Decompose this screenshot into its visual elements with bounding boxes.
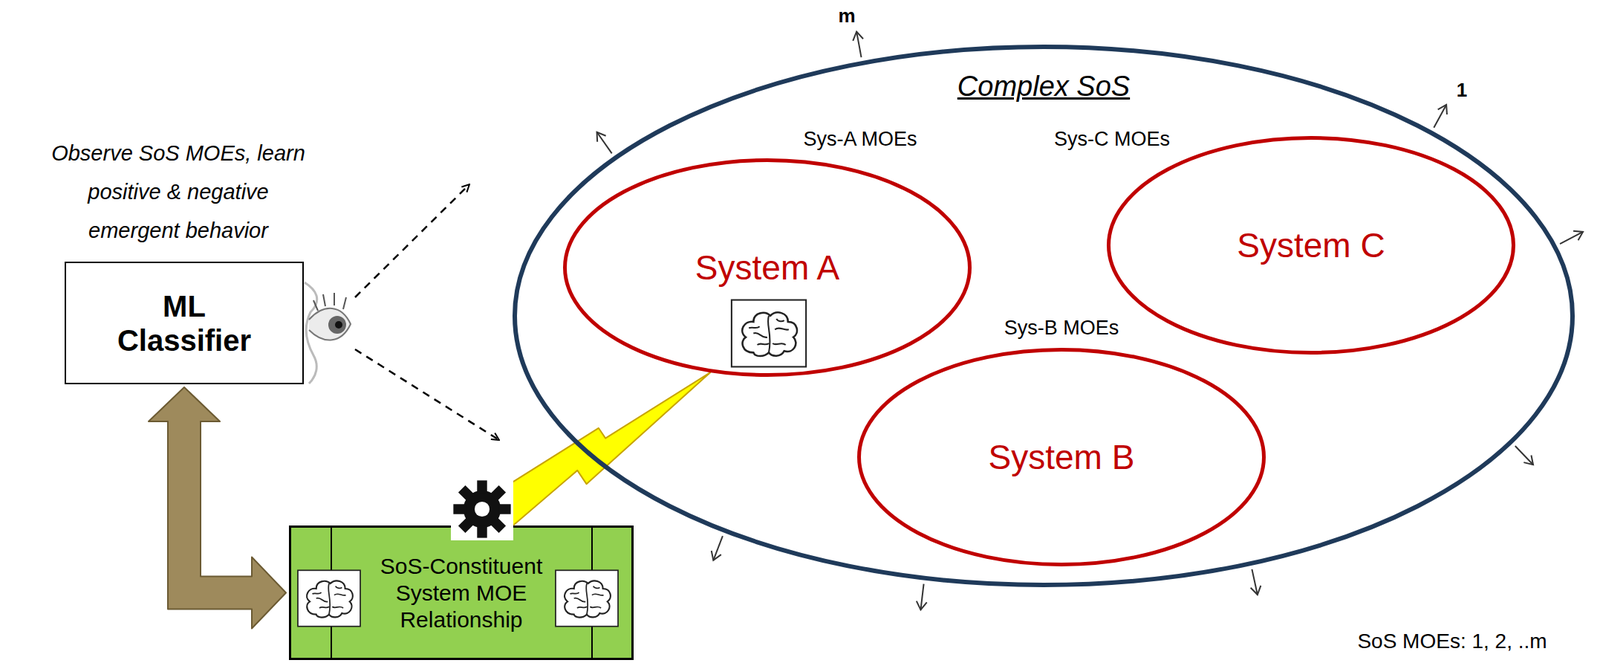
moe-ray-head bbox=[1523, 454, 1534, 465]
sos-ellipse: Complex SoS System A System C System B bbox=[512, 44, 1575, 587]
gear-icon bbox=[450, 477, 514, 541]
moe-index: m bbox=[837, 5, 855, 28]
system-ellipse bbox=[1109, 138, 1514, 353]
system-ellipse: System C bbox=[1106, 135, 1516, 355]
moe-label: Sys-A MOEs bbox=[802, 127, 917, 151]
moe-legend-note: SoS MOEs: 1, 2, ..m bbox=[1357, 629, 1547, 653]
moe-ray bbox=[1433, 104, 1447, 128]
moe-ray-head bbox=[1438, 104, 1447, 115]
moe-label: Sys-B MOEs bbox=[1004, 316, 1120, 340]
system-ellipse: System A bbox=[563, 158, 972, 377]
brain-icon bbox=[555, 569, 619, 626]
brain-icon bbox=[297, 569, 361, 626]
moe-ray bbox=[597, 132, 613, 154]
node-title: System A bbox=[695, 248, 840, 288]
double-arrow bbox=[148, 387, 286, 629]
node-title: System C bbox=[1236, 225, 1385, 266]
system-ellipse bbox=[859, 349, 1265, 565]
moe-label: Sys-C MOEs bbox=[1054, 127, 1170, 151]
system-ellipse: System B bbox=[857, 347, 1266, 567]
observation-arrow bbox=[355, 349, 500, 440]
relationship-box: SoS-Constituent System MOE Relationship bbox=[288, 525, 634, 660]
observer-note: Observe SoS MOEs, learn positive & negat… bbox=[44, 133, 312, 251]
node-title: ML Classifier bbox=[98, 288, 270, 358]
moe-rays bbox=[597, 31, 1583, 610]
moe-ray-head bbox=[1573, 231, 1583, 240]
classifier-box: ML Classifier bbox=[64, 261, 304, 385]
eye-icon bbox=[304, 282, 351, 384]
relationship-panel bbox=[290, 526, 633, 659]
system-ellipse bbox=[565, 160, 971, 376]
sos-ellipse-outline bbox=[512, 44, 1575, 587]
observation-arrow bbox=[355, 184, 470, 298]
moe-index: 1 bbox=[1456, 79, 1468, 102]
moe-ray-head bbox=[852, 31, 864, 41]
moe-ray-head bbox=[916, 600, 928, 610]
moe-ray-head bbox=[711, 550, 722, 561]
node-title: Complex SoS bbox=[512, 70, 1575, 104]
node-title: SoS-Constituent System MOE Relationship bbox=[372, 552, 551, 633]
moe-ray-head bbox=[1250, 585, 1262, 595]
brain-icon bbox=[731, 300, 806, 367]
sos-ellipse bbox=[514, 46, 1573, 585]
node-title: System B bbox=[988, 437, 1136, 477]
moe-ray bbox=[1515, 445, 1534, 465]
moe-ray-head bbox=[597, 132, 607, 142]
